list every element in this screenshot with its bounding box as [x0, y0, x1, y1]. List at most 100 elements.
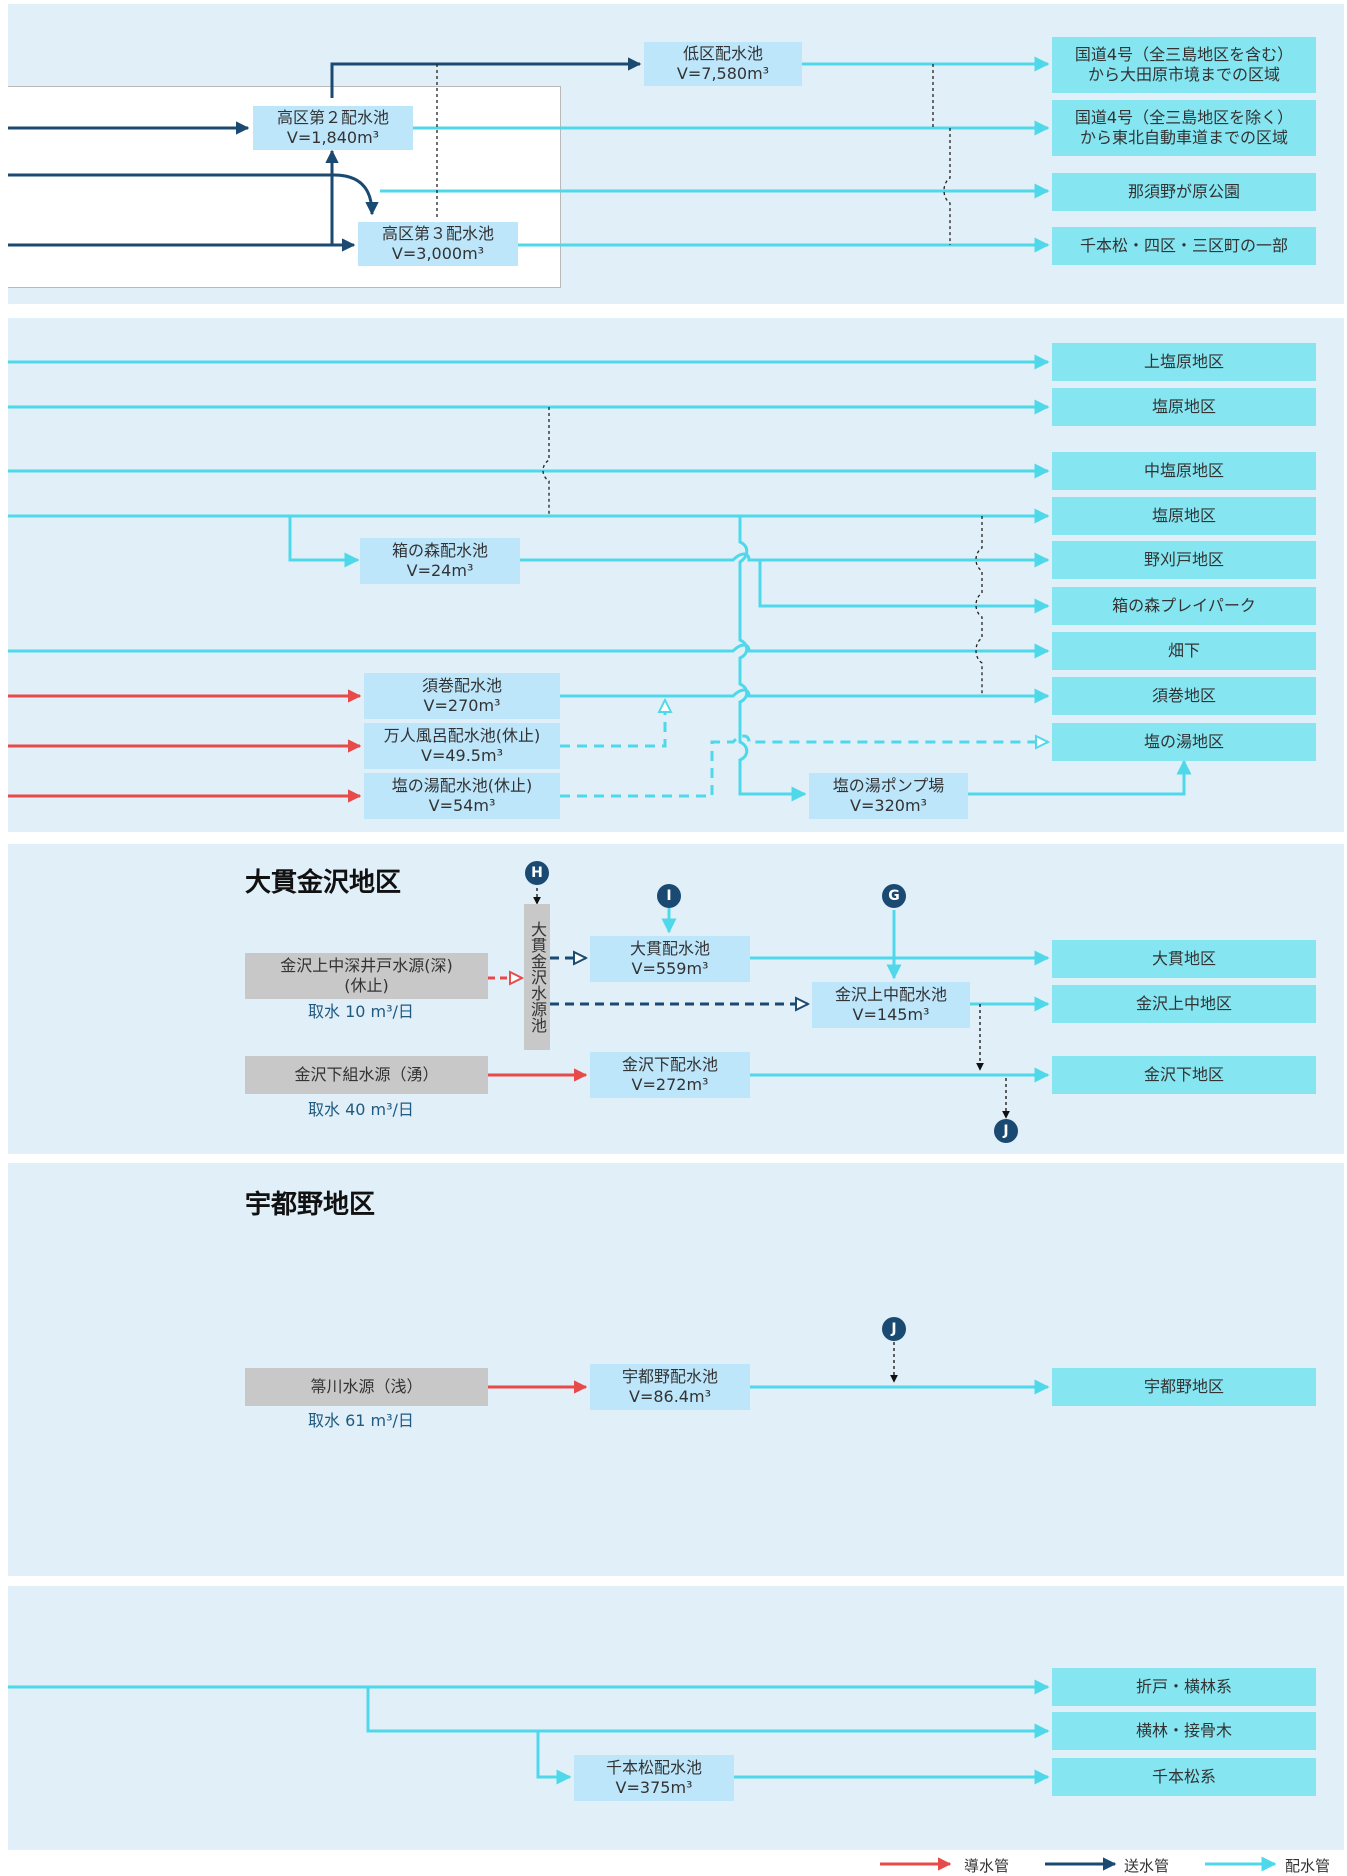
- legend-transmission-pipe: 送水管: [1124, 1857, 1170, 1875]
- area-label: 塩の湯地区: [1143, 732, 1224, 751]
- area-shiobara-2: 塩原地区: [1052, 497, 1316, 535]
- area-label: 折戸・横林系: [1135, 1677, 1232, 1696]
- reservoir-name: 大貫配水池: [629, 939, 710, 958]
- source-name: 箒川水源（浅）: [310, 1377, 423, 1396]
- section-title-utsuno: 宇都野地区: [245, 1190, 376, 1220]
- area-kanazawa-shimo: 金沢下地区: [1052, 1056, 1316, 1094]
- reservoir-name: 高区第３配水池: [381, 224, 494, 243]
- connector-badge-h: H: [525, 861, 549, 885]
- reservoir-name: 塩の湯ポンプ場: [832, 776, 945, 795]
- area-hatake: 畑下: [1052, 632, 1316, 670]
- area-label: 須巻地区: [1151, 686, 1216, 705]
- reservoir-volume: V=24m³: [406, 561, 474, 580]
- reservoir-name: 金沢上中配水池: [834, 985, 947, 1004]
- area-orito-yokobayashi: 折戸・横林系: [1052, 1668, 1316, 1706]
- connector-badge-g: G: [882, 884, 906, 908]
- area-route4-incl: 国道4号（全三島地区を含む） から大田原市境までの区域: [1052, 37, 1316, 93]
- area-label: 塩原地区: [1151, 397, 1216, 416]
- area-nokaribe: 野刈戸地区: [1052, 541, 1316, 579]
- area-kanazawa-kaminaka: 金沢上中地区: [1052, 985, 1316, 1023]
- reservoir-volume: V=320m³: [850, 796, 927, 815]
- reservoir-name: 千本松配水池: [605, 1758, 702, 1777]
- kanazawa-kaminaka-reservoir: 金沢上中配水池 V=145m³: [812, 982, 970, 1028]
- area-yokobayashi-niwatoko: 横林・接骨木: [1052, 1712, 1316, 1750]
- area-naka-shiobara: 中塩原地区: [1052, 452, 1316, 490]
- area-line: 国道4号（全三島地区を含む）: [1074, 45, 1294, 64]
- area-label: 大貫地区: [1151, 949, 1216, 968]
- area-label: 横林・接骨木: [1135, 1721, 1232, 1740]
- area-label: 千本松・四区・三区町の一部: [1079, 236, 1288, 255]
- area-line: 国道4号（全三島地区を除く）: [1074, 108, 1294, 127]
- area-label: 塩原地区: [1151, 506, 1216, 525]
- area-label: 金沢上中地区: [1135, 994, 1232, 1013]
- area-senbonmatsu: 千本松系: [1052, 1758, 1316, 1796]
- low-zone-reservoir: 低区配水池 V=7,580m³: [644, 42, 802, 86]
- reservoir-volume: V=3,000m³: [391, 244, 485, 263]
- area-hakonomori-park: 箱の森プレイパーク: [1052, 587, 1316, 625]
- area-label: 宇都野地区: [1143, 1377, 1224, 1396]
- area-label: 箱の森プレイパーク: [1112, 596, 1256, 615]
- reservoir-volume: V=49.5m³: [421, 746, 503, 765]
- reservoir-name: 金沢下配水池: [621, 1055, 718, 1074]
- onuki-reservoir: 大貫配水池 V=559m³: [590, 936, 750, 982]
- legend-induction-pipe: 導水管: [964, 1857, 1010, 1875]
- onuki-kanazawa-source-basin: 大貫金沢水源池: [524, 904, 550, 1050]
- reservoir-volume: V=145m³: [852, 1005, 930, 1024]
- area-label: 畑下: [1167, 641, 1200, 660]
- area-label: 中塩原地区: [1143, 461, 1224, 480]
- kanazawa-shimo-source: 金沢下組水源（湧）: [245, 1056, 488, 1094]
- high-zone-3-reservoir: 高区第３配水池 V=3,000m³: [358, 222, 518, 266]
- area-shiobara-1: 塩原地区: [1052, 388, 1316, 426]
- reservoir-name: 高区第２配水池: [276, 108, 389, 127]
- houki-river-source: 箒川水源（浅）: [245, 1368, 488, 1406]
- area-kami-shiobara: 上塩原地区: [1052, 343, 1316, 381]
- senbonmatsu-reservoir: 千本松配水池 V=375m³: [574, 1755, 734, 1801]
- reservoir-name: 箱の森配水池: [391, 541, 488, 560]
- reservoir-volume: V=1,840m³: [286, 128, 380, 147]
- reservoir-volume: V=559m³: [631, 959, 709, 978]
- source-status: (休止): [344, 976, 389, 995]
- area-senbonmatsu-part: 千本松・四区・三区町の一部: [1052, 227, 1316, 265]
- area-label: 野刈戸地区: [1143, 550, 1224, 569]
- reservoir-volume: V=54m³: [428, 796, 496, 815]
- connector-badge-j: J: [882, 1317, 906, 1341]
- source-name: 金沢上中深井戸水源(深): [280, 956, 453, 975]
- area-line: から東北自動車道までの区域: [1079, 128, 1288, 147]
- utsuno-reservoir: 宇都野配水池 V=86.4m³: [590, 1364, 750, 1410]
- reservoir-volume: V=375m³: [615, 1778, 693, 1797]
- intake-amount: 取水 61 m³/日: [308, 1411, 414, 1430]
- area-line: から大田原市境までの区域: [1087, 65, 1280, 84]
- area-label: 金沢下地区: [1143, 1065, 1224, 1084]
- area-nasunogahara-park: 那須野が原公園: [1052, 173, 1316, 211]
- source-name: 金沢下組水源（湧）: [294, 1065, 439, 1084]
- area-onuki: 大貫地区: [1052, 940, 1316, 978]
- shionoyu-reservoir: 塩の湯配水池(休止) V=54m³: [364, 773, 560, 819]
- reservoir-name: 万人風呂配水池(休止): [383, 726, 541, 745]
- reservoir-name: 須巻配水池: [421, 676, 502, 695]
- area-label: 那須野が原公園: [1127, 182, 1240, 201]
- sumaki-reservoir: 須巻配水池 V=270m³: [364, 673, 560, 719]
- intake-amount: 取水 40 m³/日: [308, 1100, 414, 1119]
- section-title-onuki-kanazawa: 大貫金沢地区: [245, 868, 402, 898]
- area-utsuno: 宇都野地区: [1052, 1368, 1316, 1406]
- area-label: 千本松系: [1151, 1767, 1216, 1786]
- area-label: 上塩原地区: [1143, 352, 1224, 371]
- reservoir-volume: V=270m³: [423, 696, 501, 715]
- legend-distribution-pipe: 配水管: [1285, 1857, 1331, 1875]
- area-route4-excl: 国道4号（全三島地区を除く） から東北自動車道までの区域: [1052, 100, 1316, 156]
- hakonomori-reservoir: 箱の森配水池 V=24m³: [360, 538, 520, 584]
- manninburo-reservoir: 万人風呂配水池(休止) V=49.5m³: [364, 723, 560, 769]
- reservoir-name: 塩の湯配水池(休止): [391, 776, 533, 795]
- reservoir-name: 低区配水池: [682, 44, 763, 63]
- shionoyu-pump-station: 塩の湯ポンプ場 V=320m³: [809, 773, 968, 819]
- reservoir-volume: V=7,580m³: [676, 64, 770, 83]
- kanazawa-shimo-reservoir: 金沢下配水池 V=272m³: [590, 1052, 750, 1098]
- reservoir-name: 宇都野配水池: [621, 1367, 718, 1386]
- kanazawa-kaminaka-well-source: 金沢上中深井戸水源(深) (休止): [245, 953, 488, 999]
- connector-badge-i: I: [657, 884, 681, 908]
- intake-amount: 取水 10 m³/日: [308, 1002, 414, 1021]
- high-zone-2-reservoir: 高区第２配水池 V=1,840m³: [253, 106, 413, 150]
- area-shionoyu: 塩の湯地区: [1052, 723, 1316, 761]
- reservoir-volume: V=86.4m³: [629, 1387, 711, 1406]
